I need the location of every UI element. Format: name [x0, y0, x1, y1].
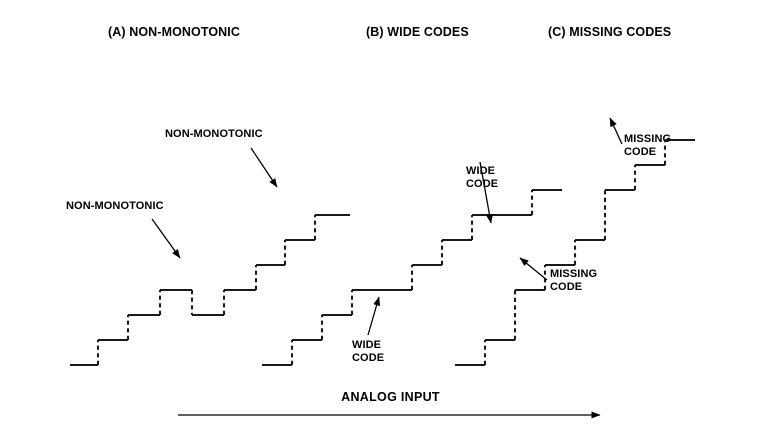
callout-missing-code-2: MISSING CODE: [624, 133, 672, 158]
staircase-panel-c: [455, 138, 695, 367]
panel-title-a: (A) NON-MONOTONIC: [108, 25, 241, 39]
leader-missing-code-2: [609, 117, 623, 145]
leader-wide-code-1: [367, 296, 380, 336]
staircase-panel-a: [70, 213, 350, 367]
leader-lines: [151, 117, 623, 336]
leader-non-monotonic-2: [250, 147, 278, 188]
callout-missing-code-1: MISSING CODE: [550, 268, 598, 293]
panel-title-c: (C) MISSING CODES: [548, 25, 672, 39]
callout-wide-code-1: WIDE CODE: [352, 339, 385, 364]
axis-label-analog-input: ANALOG INPUT: [341, 390, 440, 404]
staircase-panel-b: [262, 188, 562, 367]
callout-wide-code-2: WIDE CODE: [466, 165, 499, 190]
callout-non-monotonic-2: NON-MONOTONIC: [165, 128, 263, 140]
leader-wide-code-2: [479, 161, 493, 224]
leader-missing-code-1: [519, 257, 548, 281]
callout-non-monotonic-1: NON-MONOTONIC: [66, 200, 164, 212]
panel-title-b: (B) WIDE CODES: [366, 25, 469, 39]
leader-non-monotonic-1: [151, 218, 181, 259]
